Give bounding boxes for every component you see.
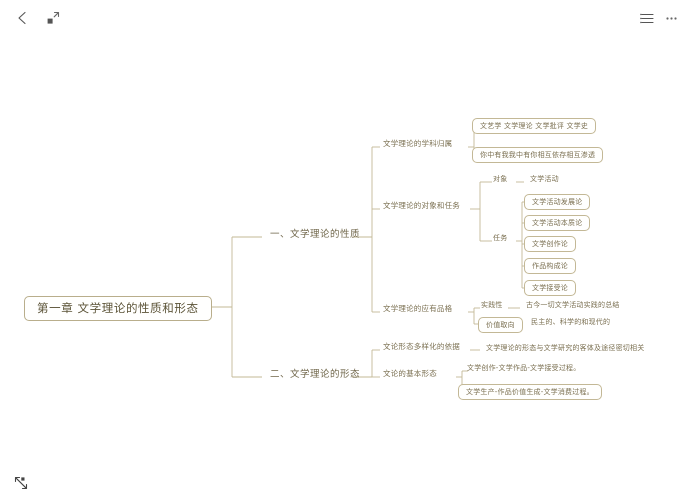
root-node[interactable]: 第一章 文学理论的性质和形态 <box>24 296 212 322</box>
leaf-node-reception-theory[interactable]: 文学接受论 <box>524 280 576 297</box>
branch-node-1[interactable]: 一、文学理论的性质 <box>270 229 361 240</box>
branch-node-2[interactable]: 二、文学理论的形态 <box>270 369 361 380</box>
topic-node-discipline-affiliation[interactable]: 文学理论的学科归属 <box>383 139 453 148</box>
leaf-node-activity-essence-theory[interactable]: 文学活动本质论 <box>524 215 591 232</box>
leaf-node-literary-studies-fields[interactable]: 文艺学 文学理论 文学批评 文学史 <box>472 118 597 135</box>
subtopic-node-practicality[interactable]: 实践性 <box>481 301 503 309</box>
toolbar <box>0 0 692 34</box>
leaf-node-form-relates-to-object-and-approach[interactable]: 文学理论的形态与文学研究的客体及途径密切相关 <box>486 344 645 352</box>
subtopic-node-object[interactable]: 对象 <box>493 175 508 183</box>
leaf-node-work-composition-theory[interactable]: 作品构成论 <box>524 258 576 275</box>
outline-list-icon[interactable] <box>638 9 656 27</box>
leaf-node-creation-work-reception-process[interactable]: 文学创作-文学作品-文学接受过程。 <box>467 364 581 372</box>
leaf-node-production-value-consumption-process[interactable]: 文学生产-作品价值生成-文学消费过程。 <box>458 384 602 401</box>
subtopic-node-value-orientation[interactable]: 价值取向 <box>478 317 523 334</box>
leaf-node-creation-theory[interactable]: 文学创作论 <box>524 236 576 253</box>
leaf-node-summary-of-practice[interactable]: 古今一切文学活动实践的总结 <box>526 301 620 309</box>
leaf-node-democratic-scientific-modern[interactable]: 民主的、科学的和现代的 <box>531 318 611 326</box>
topic-node-diversity-basis[interactable]: 文论形态多样化的依据 <box>383 342 460 351</box>
leaf-node-literary-activity[interactable]: 文学活动 <box>530 175 559 183</box>
subtopic-node-task[interactable]: 任务 <box>493 234 508 242</box>
topic-node-object-and-task[interactable]: 文学理论的对象和任务 <box>383 201 460 210</box>
expand-fullscreen-icon[interactable] <box>44 9 62 27</box>
fit-to-screen-icon[interactable] <box>12 474 30 492</box>
more-ellipsis-icon[interactable] <box>662 9 680 27</box>
leaf-node-interdependence[interactable]: 你中有我我中有你相互依存相互渗透 <box>472 147 604 164</box>
leaf-node-activity-development-theory[interactable]: 文学活动发展论 <box>524 194 591 211</box>
topic-node-basic-forms[interactable]: 文论的基本形态 <box>383 369 437 378</box>
topic-node-proper-character[interactable]: 文学理论的应有品格 <box>383 304 453 313</box>
back-arrow-icon[interactable] <box>14 9 32 27</box>
